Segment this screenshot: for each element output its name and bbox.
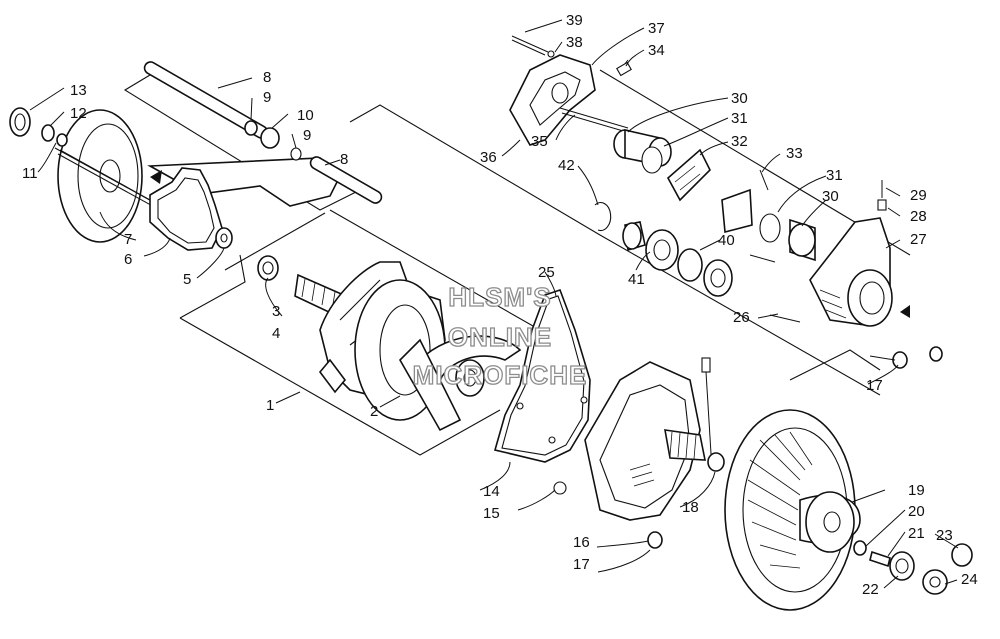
callout-36: 36 bbox=[480, 149, 497, 166]
chaincase-housing bbox=[553, 357, 725, 549]
callout-16: 16 bbox=[573, 534, 590, 551]
callout-13: 13 bbox=[70, 82, 87, 99]
drive-clutch-sheave bbox=[54, 109, 341, 243]
clutch-cover-gasket bbox=[149, 167, 223, 251]
callout-12: 12 bbox=[70, 105, 87, 122]
callout-14: 14 bbox=[483, 483, 500, 500]
pins-and-rollers bbox=[143, 61, 383, 204]
watermark-line-3: MICROFICHE bbox=[413, 360, 588, 390]
bearing-and-seals bbox=[594, 128, 816, 297]
callout-2: 2 bbox=[370, 403, 378, 420]
watermark-line-1: HLSM'S bbox=[448, 282, 551, 312]
callout-39: 39 bbox=[566, 12, 583, 29]
callout-40: 40 bbox=[718, 232, 735, 249]
callout-7: 7 bbox=[124, 231, 132, 248]
driven-clutch-hardware bbox=[853, 540, 973, 595]
chaincase-gasket bbox=[494, 288, 591, 463]
callout-23: 23 bbox=[936, 527, 953, 544]
bearing-housing-27 bbox=[749, 180, 943, 369]
callout-9-mid: 9 bbox=[303, 127, 311, 144]
callout-10: 10 bbox=[297, 107, 314, 124]
callout-37: 37 bbox=[648, 20, 665, 37]
watermark: HLSM'S ONLINE MICROFICHE bbox=[412, 281, 588, 390]
callout-17-lower: 17 bbox=[573, 556, 590, 573]
callout-17-right: 17 bbox=[866, 377, 883, 394]
callout-8-mid: 8 bbox=[340, 151, 348, 168]
callout-32: 32 bbox=[731, 133, 748, 150]
bolt-5 bbox=[215, 227, 233, 249]
assembly-frame-lines bbox=[123, 69, 911, 456]
callout-30-right: 30 bbox=[822, 188, 839, 205]
driven-clutch-sheave bbox=[724, 409, 861, 611]
callout-labels: 1 2 3 4 5 6 7 8 8 9 9 10 11 12 13 14 15 … bbox=[22, 12, 978, 598]
callout-20: 20 bbox=[908, 503, 925, 520]
callout-31-right: 31 bbox=[826, 167, 843, 184]
callout-1: 1 bbox=[266, 397, 274, 414]
callout-25: 25 bbox=[538, 264, 555, 281]
washers-13-12 bbox=[9, 107, 68, 147]
callout-31-top: 31 bbox=[731, 110, 748, 127]
callout-38: 38 bbox=[566, 34, 583, 51]
callout-9-top: 9 bbox=[263, 89, 271, 106]
callout-15: 15 bbox=[483, 505, 500, 522]
watermark-line-2: ONLINE bbox=[448, 322, 552, 352]
callout-11: 11 bbox=[22, 165, 38, 182]
callout-4: 4 bbox=[272, 325, 280, 342]
callout-26: 26 bbox=[733, 309, 750, 326]
callout-42: 42 bbox=[558, 157, 575, 174]
callout-22: 22 bbox=[862, 581, 879, 598]
callout-28: 28 bbox=[910, 208, 927, 225]
callout-24: 24 bbox=[961, 571, 978, 588]
callout-18: 18 bbox=[682, 499, 699, 516]
callout-5: 5 bbox=[183, 271, 191, 288]
callout-30-top: 30 bbox=[731, 90, 748, 107]
brake-caliper-bracket bbox=[509, 35, 632, 146]
callout-35: 35 bbox=[531, 133, 548, 150]
callout-33: 33 bbox=[786, 145, 803, 162]
callout-29: 29 bbox=[910, 187, 927, 204]
drive-sprocket-assembly bbox=[257, 255, 522, 432]
leader-lines bbox=[29, 19, 959, 589]
callout-19: 19 bbox=[908, 482, 925, 499]
callout-21: 21 bbox=[908, 525, 925, 542]
callout-27: 27 bbox=[910, 231, 927, 248]
callout-6: 6 bbox=[124, 251, 132, 268]
callout-8-top: 8 bbox=[263, 69, 271, 86]
callout-41: 41 bbox=[628, 271, 645, 288]
callout-34: 34 bbox=[648, 42, 665, 59]
callout-3: 3 bbox=[272, 303, 280, 320]
